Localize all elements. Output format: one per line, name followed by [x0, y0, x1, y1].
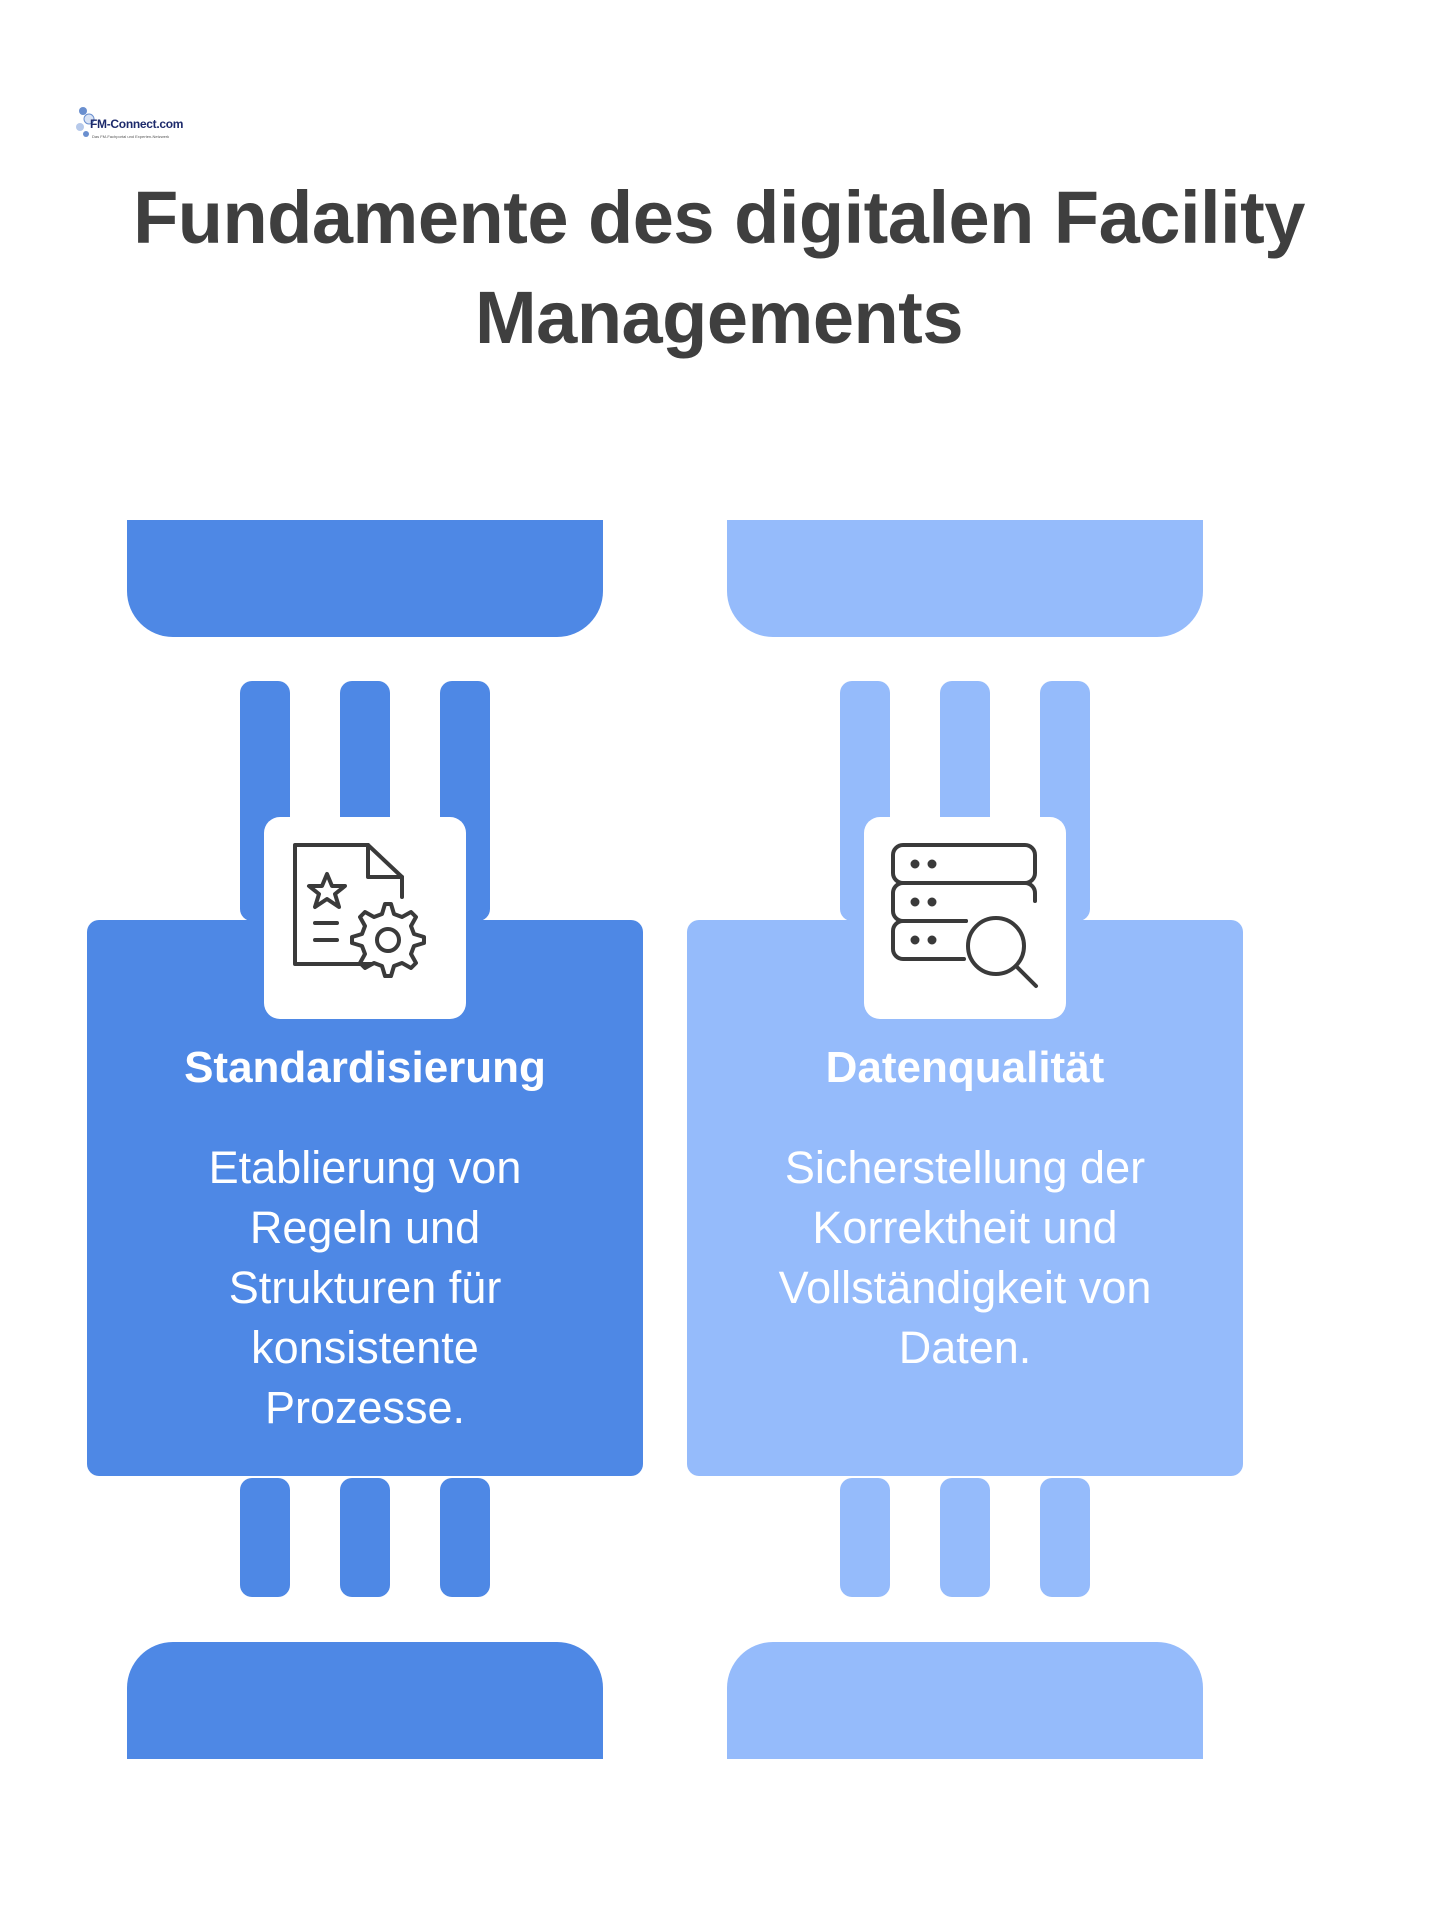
pillar-heading: Datenqualität — [825, 1043, 1105, 1092]
pillar-column — [840, 1478, 890, 1597]
pillar-standardisierung: Standardisierung Etablierung von Regeln … — [87, 0, 643, 1920]
pillar-base — [727, 1642, 1203, 1759]
logo-mark-icon — [76, 107, 95, 137]
pillar-column — [940, 1478, 990, 1597]
logo-brand-text: FM-Connect.com — [90, 117, 184, 131]
pillar-description: Etablierung von Regeln und Strukturen fü… — [208, 1142, 522, 1433]
pillar-column — [1040, 1478, 1090, 1597]
fm-connect-logo: FM-Connect.com Das FM-Fachportal und Exp… — [74, 103, 183, 149]
database-search-icon — [891, 843, 1038, 988]
page-title: Fundamente des digitalen Facility Manage… — [133, 176, 1305, 359]
pillar-column — [340, 1478, 390, 1597]
document-star-gear-icon — [293, 843, 426, 978]
pillar-description: Sicherstellung der Korrektheit und Volls… — [778, 1142, 1152, 1373]
pillar-capital — [727, 520, 1203, 637]
icon-tile — [264, 817, 466, 1019]
pillar-column — [440, 1478, 490, 1597]
pillar-heading: Standardisierung — [184, 1043, 546, 1092]
icon-tile — [864, 817, 1066, 1019]
pillar-datenqualitaet: Datenqualität Sicherstellung der Korrekt… — [687, 0, 1243, 1920]
pillar-capital — [127, 520, 603, 637]
logo-tagline: Das FM-Fachportal und Experten-Netzwerk — [92, 134, 170, 139]
pillar-column — [240, 1478, 290, 1597]
pillar-base — [127, 1642, 603, 1759]
